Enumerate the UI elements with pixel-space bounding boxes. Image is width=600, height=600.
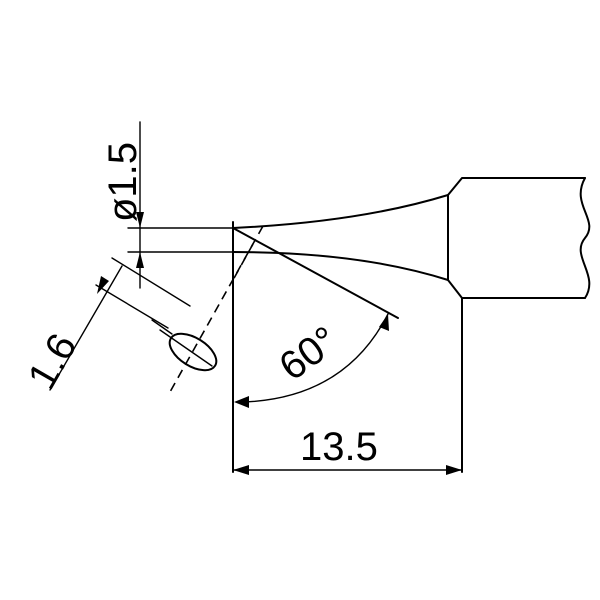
arrowhead [136,252,144,268]
angle-dimension: 60° [234,313,389,408]
arrowhead [234,396,249,408]
arrowhead [136,212,144,228]
angle-label: 60° [271,318,346,389]
diameter-label: ø1.5 [101,142,145,222]
arrowhead [97,276,109,294]
flat-width-dimension: 1.6 [20,257,218,397]
arrowhead [446,465,462,475]
arrowhead [233,465,249,475]
tip-face-ellipse [168,332,218,372]
length-label: 13.5 [300,425,378,469]
arrowhead [379,314,389,331]
tip-outline [232,177,591,473]
flat-width-label: 1.6 [20,326,86,396]
diameter-dimension: ø1.5 [101,121,234,289]
length-dimension: 13.5 [232,425,463,475]
bevel-face [169,221,399,473]
